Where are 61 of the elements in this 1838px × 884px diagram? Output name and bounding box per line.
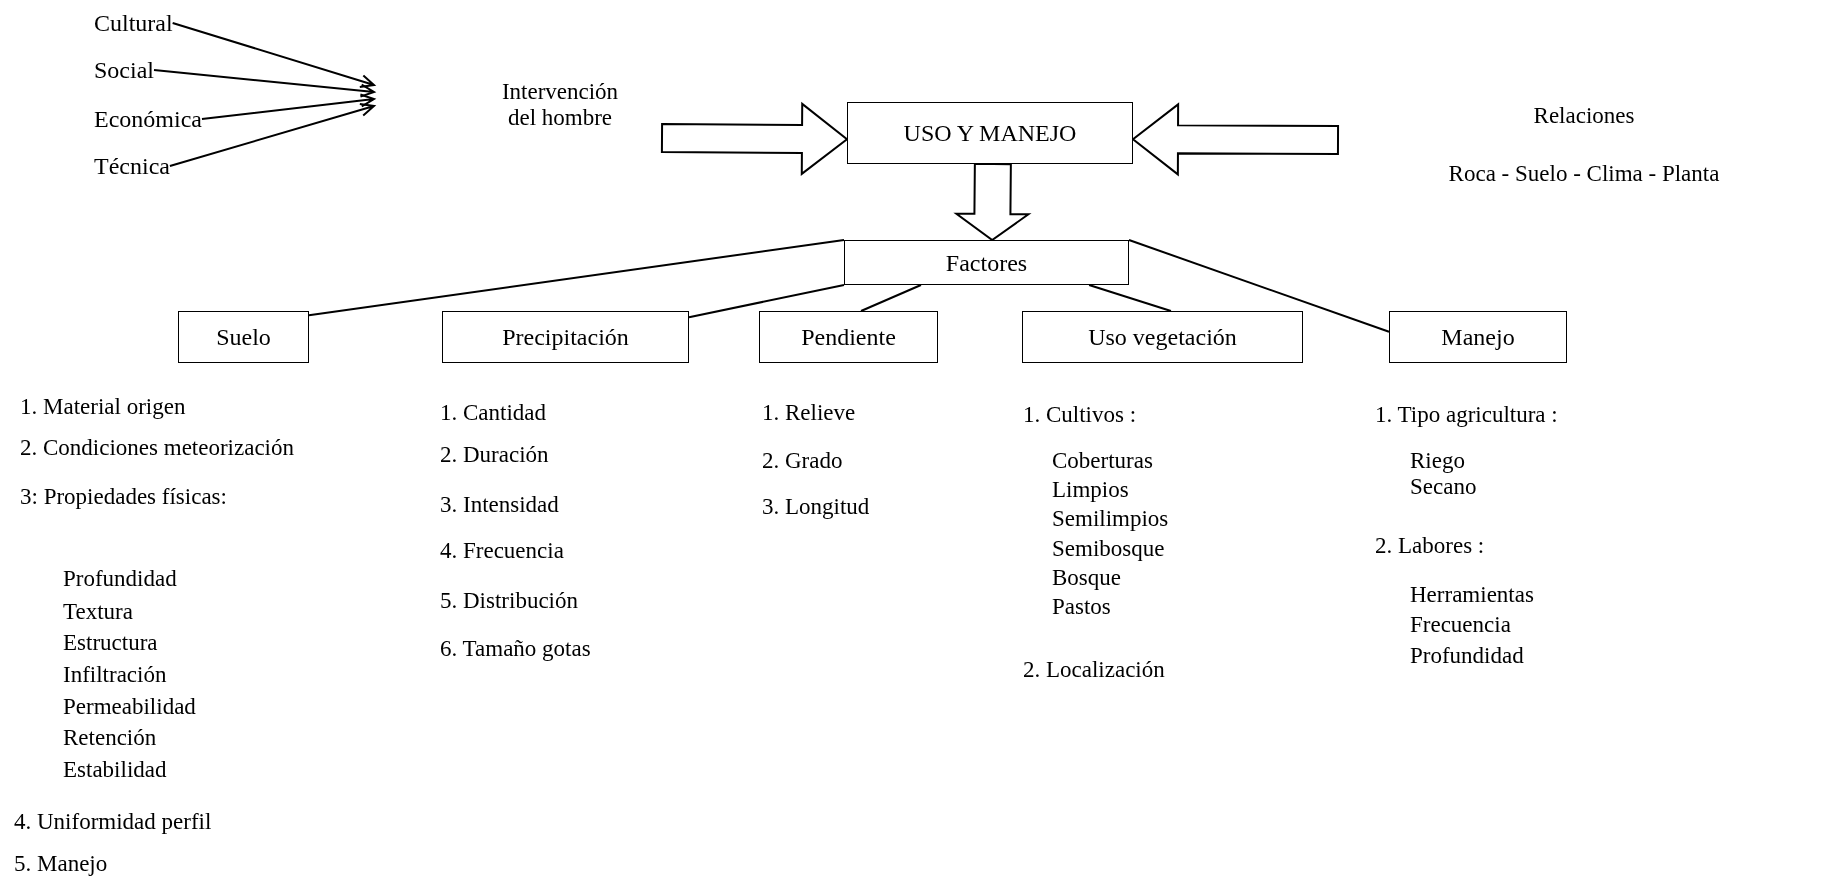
process-box: Pendiente [759, 311, 938, 363]
list-item: Semilimpios [1052, 505, 1169, 533]
process-box: USO Y MANEJO [847, 102, 1133, 164]
arrow [168, 102, 377, 167]
list-item: Retención [63, 724, 157, 752]
list-item: Bosque [1052, 564, 1121, 592]
list-item: Herramientas [1410, 581, 1534, 609]
list-item: 1. Cultivos : [1023, 401, 1137, 429]
list-item: Pastos [1052, 593, 1111, 621]
process-box: Manejo [1389, 311, 1567, 363]
node-text: Intervención del hombre [372, 50, 662, 160]
list-item: Secano [1410, 473, 1477, 501]
node-text: Relaciones [1533, 103, 1635, 129]
list-item: Estabilidad [63, 756, 167, 784]
process-box: Uso vegetación [1022, 311, 1303, 363]
process-box: Suelo [178, 311, 309, 363]
list-item: Profundidad [1410, 642, 1524, 670]
list-item: 2. Duración [440, 441, 549, 469]
list-item: Coberturas [1052, 447, 1153, 475]
arrow [171, 22, 377, 88]
list-item: 2. Grado [762, 447, 843, 475]
list-item: Riego [1410, 447, 1465, 475]
list-item: 1. Material origen [20, 393, 186, 421]
block-arrow [660, 101, 849, 176]
process-box: Factores [844, 240, 1129, 285]
block-arrow [1131, 102, 1340, 177]
node-text: Social [94, 55, 154, 85]
list-item: Semibosque [1052, 535, 1165, 563]
list-item: 5. Distribución [440, 587, 578, 615]
process-box: Precipitación [442, 311, 689, 363]
arrow [200, 93, 377, 120]
connector-line [308, 239, 845, 317]
list-item: Textura [63, 598, 133, 626]
list-item: 3. Intensidad [440, 491, 559, 519]
list-item: 6. Tamaño gotas [440, 635, 591, 663]
node-text: Roca - Suelo - Clima - Planta [1448, 161, 1720, 187]
connector-line [1128, 239, 1390, 333]
list-item: Permeabilidad [63, 693, 196, 721]
list-item: Infiltración [63, 661, 167, 689]
list-item: 4. Uniformidad perfil [14, 808, 212, 836]
list-item: Limpios [1052, 476, 1129, 504]
list-item: 1. Tipo agricultura : [1375, 401, 1558, 429]
list-item: 5. Manejo [14, 850, 108, 878]
node-text: Cultural [94, 8, 173, 38]
arrow [153, 69, 377, 98]
list-item: Estructura [63, 629, 158, 657]
list-item: 2. Condiciones meteorización [20, 434, 294, 462]
list-item: 2. Localización [1023, 656, 1165, 684]
node-text: Económica [94, 104, 202, 134]
list-item: Frecuencia [1410, 611, 1511, 639]
list-item: Profundidad [63, 565, 177, 593]
block-arrow [953, 162, 1032, 242]
connector-line [860, 284, 922, 312]
node-text: Técnica [94, 151, 170, 181]
list-item: 1. Cantidad [440, 399, 547, 427]
list-item: 2. Labores : [1375, 532, 1485, 560]
list-item: 1. Relieve [762, 399, 856, 427]
connector-line [688, 284, 845, 319]
list-item: 4. Frecuencia [440, 537, 564, 565]
list-item: 3. Longitud [762, 493, 870, 521]
list-item: 3: Propiedades físicas: [20, 483, 227, 511]
